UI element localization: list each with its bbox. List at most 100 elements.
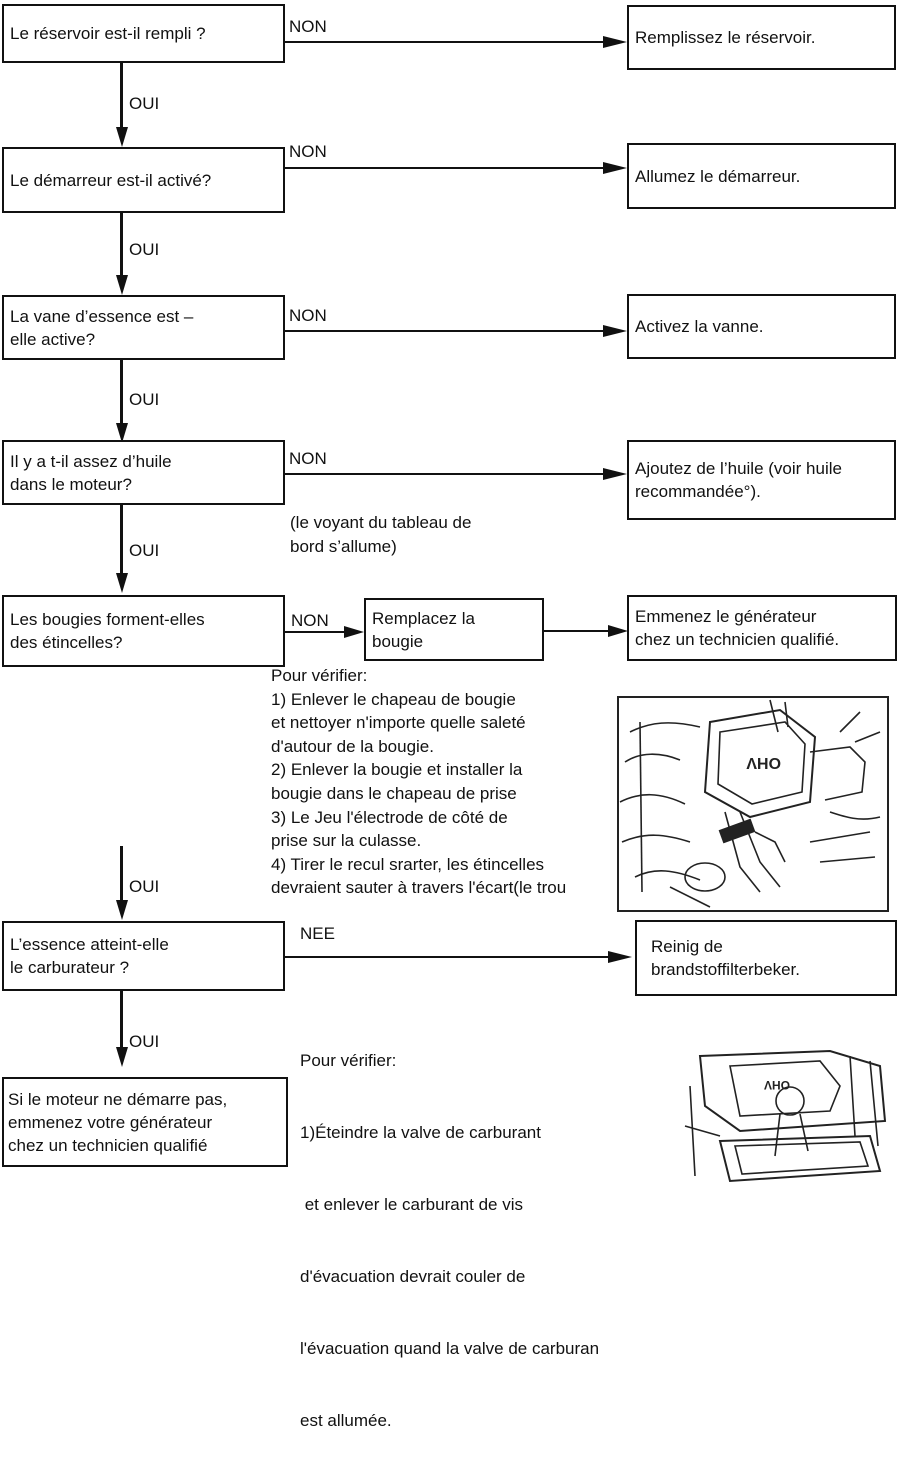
question-fuel-valve-line2: elle active?	[10, 329, 96, 349]
question-tank-filled-text: Le réservoir est-il rempli ?	[10, 24, 206, 43]
question-spark-plugs-line1: Les bougies forment-elles	[10, 610, 205, 629]
action-add-oil-line2: recommandée°).	[635, 482, 761, 501]
action-replace-plug-line2: bougie	[372, 631, 424, 651]
spark-check-line: et nettoyer n'importe quelle saleté	[271, 713, 526, 733]
action-clean-filter: Reinig de brandstoffilterbeker.	[635, 920, 897, 996]
arrow-line-3	[285, 330, 605, 332]
oui-arrow-head-6	[116, 1047, 128, 1067]
label-non-3: NON	[289, 306, 327, 325]
arrow-head-1	[603, 36, 627, 48]
question-starter-activated: Le démarreur est-il activé?	[2, 147, 285, 213]
oui-arrow-line-1	[120, 63, 123, 130]
action-add-oil-line1: Ajoutez de l’huile (voir huile	[635, 459, 842, 478]
arrow-head-5b	[608, 625, 628, 637]
action-fill-tank-text: Remplissez le réservoir.	[635, 28, 816, 47]
spark-check-line: 4) Tirer le recul srarter, les étincelle…	[271, 854, 545, 874]
oui-arrow-head-2	[116, 275, 128, 295]
label-non-5: NON	[291, 611, 329, 630]
spark-check-notes: Pour vérifier: 1) Enlever le chapeau de …	[271, 664, 566, 900]
question-fuel-line1: L’essence atteint-elle	[10, 935, 169, 954]
label-nee: NEE	[300, 924, 335, 943]
spark-check-line: bougie dans le chapeau de prise	[271, 783, 517, 803]
question-spark-plugs-line2: des étincelles?	[10, 633, 123, 652]
final-line1: Si le moteur ne démarre pas,	[8, 1089, 228, 1109]
fuel-drain-drawing: OHV	[684, 1049, 887, 1183]
arrow-line-2	[285, 167, 605, 169]
spark-plug-plate-text: OHV	[746, 754, 781, 771]
oui-arrow-line-4	[120, 505, 123, 575]
label-non-4: NON	[289, 449, 327, 468]
question-spark-plugs: Les bougies forment-elles des étincelles…	[2, 595, 285, 667]
fuel-check-line: Pour vérifier:	[300, 1051, 397, 1070]
action-fill-tank: Remplissez le réservoir.	[627, 5, 896, 70]
question-tank-filled: Le réservoir est-il rempli ?	[2, 4, 285, 63]
arrow-line-5a	[285, 631, 347, 633]
spark-check-line: d'autour de la bougie.	[271, 736, 434, 756]
oil-indicator-note-line2: bord s’allume)	[290, 537, 397, 556]
label-oui-1: OUI	[129, 94, 160, 113]
oui-arrow-line-5	[120, 846, 123, 902]
oui-arrow-head-4	[116, 573, 128, 593]
action-turn-on-starter: Allumez le démarreur.	[627, 143, 896, 209]
action-take-to-technician-line1: Emmenez le générateur	[635, 607, 817, 626]
arrow-head-2	[603, 162, 627, 174]
arrow-line-4	[285, 473, 605, 475]
arrow-head-4	[603, 468, 627, 480]
final-line2: emmenez votre générateur	[8, 1112, 213, 1132]
question-fuel-line2: le carburateur ?	[10, 958, 130, 977]
spark-check-line: 2) Enlever la bougie et installer la	[271, 760, 523, 780]
label-oui-4: OUI	[129, 541, 160, 560]
action-activate-valve-text: Activez la vanne.	[635, 317, 764, 336]
fuel-check-line: d'évacuation devrait couler de	[300, 1267, 526, 1286]
final-take-to-technician: Si le moteur ne démarre pas, emmenez vot…	[2, 1077, 288, 1167]
action-clean-filter-line1: Reinig de	[651, 937, 723, 956]
question-oil-level: Il y a t-il assez d’huile dans le moteur…	[2, 440, 285, 505]
arrow-head-5a	[344, 626, 364, 638]
label-oui-3: OUI	[129, 390, 160, 409]
spark-check-line: devraient sauter à travers l'écart(le tr…	[271, 878, 567, 898]
spark-check-line: prise sur la culasse.	[271, 831, 422, 851]
fuel-check-notes: Pour vérifier: 1)Éteindre la valve de ca…	[300, 1001, 599, 1457]
action-replace-plug: Remplacez la bougie	[364, 598, 544, 661]
arrow-head-3	[603, 325, 627, 337]
action-add-oil: Ajoutez de l’huile (voir huile recommand…	[627, 440, 896, 520]
fuel-check-line: 1)Éteindre la valve de carburant	[300, 1123, 541, 1142]
question-oil-level-line2: dans le moteur?	[10, 474, 132, 494]
oil-indicator-note: (le voyant du tableau de bord s’allume)	[290, 511, 471, 559]
spark-plug-drawing: OHV	[617, 696, 889, 912]
question-fuel-valve-line1: La vane d’essence est –	[10, 306, 194, 326]
arrow-line-1	[285, 41, 605, 43]
action-clean-filter-line2: brandstoffilterbeker.	[651, 960, 800, 979]
label-oui-6: OUI	[129, 1032, 160, 1051]
fuel-drain-illustration: OHV	[680, 1046, 899, 1189]
oui-arrow-head-1	[116, 127, 128, 147]
svg-text:OHV: OHV	[764, 1078, 790, 1092]
arrow-line-5b	[544, 630, 610, 632]
arrow-line-6	[285, 956, 610, 958]
label-oui-2: OUI	[129, 240, 160, 259]
action-activate-valve: Activez la vanne.	[627, 294, 896, 359]
question-fuel-valve: La vane d’essence est – elle active?	[2, 295, 285, 360]
oui-arrow-head-3	[116, 423, 128, 443]
label-non-2: NON	[289, 142, 327, 161]
spark-check-line: 3) Le Jeu l'électrode de côté de	[271, 807, 508, 827]
question-fuel-reaches-carburetor: L’essence atteint-elle le carburateur ?	[2, 921, 285, 991]
fuel-check-line: l'évacuation quand la valve de carburan	[300, 1339, 600, 1358]
oui-arrow-line-6	[120, 991, 123, 1049]
oil-indicator-note-line1: (le voyant du tableau de	[290, 513, 472, 532]
oui-arrow-line-2	[120, 213, 123, 277]
spark-plug-illustration: OHV	[610, 692, 899, 917]
action-replace-plug-line1: Remplacez la	[372, 608, 475, 628]
action-take-to-technician-line2: chez un technicien qualifié.	[635, 630, 840, 649]
oui-arrow-line-3	[120, 360, 123, 425]
oui-arrow-head-5	[116, 900, 128, 920]
fuel-check-line: est allumée.	[300, 1411, 392, 1430]
label-non-1: NON	[289, 17, 327, 36]
action-take-to-technician: Emmenez le générateur chez un technicien…	[627, 595, 897, 661]
question-starter-activated-text: Le démarreur est-il activé?	[10, 170, 212, 190]
label-oui-5: OUI	[129, 877, 160, 896]
final-line3: chez un technicien qualifié	[8, 1135, 208, 1155]
spark-check-line: 1) Enlever le chapeau de bougie	[271, 689, 516, 709]
spark-check-line: Pour vérifier:	[271, 666, 368, 685]
arrow-head-6	[608, 951, 632, 963]
